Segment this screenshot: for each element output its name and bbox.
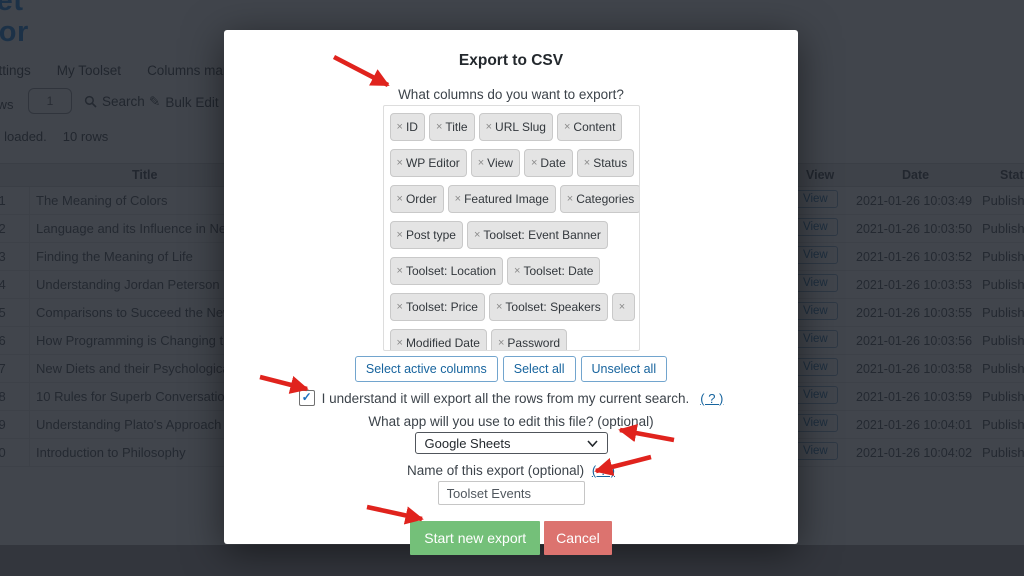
remove-icon[interactable]: × — [485, 121, 493, 133]
confirm-row: ✓ I understand it will export all the ro… — [224, 390, 798, 406]
column-chip[interactable]: ×Order — [389, 185, 444, 213]
column-chip[interactable]: ×Toolset: Event Banner — [466, 221, 608, 249]
modal-title: Export to CSV — [458, 52, 564, 69]
column-chip[interactable]: ×Toolset: Location — [389, 257, 503, 285]
column-chip[interactable]: ×Toolset: Date — [507, 257, 601, 285]
confirm-label: I understand it will export all the rows… — [321, 390, 690, 406]
column-chip[interactable]: ×URL Slug — [478, 113, 553, 141]
column-chip[interactable]: ×Categories — [559, 185, 639, 213]
remove-icon[interactable]: × — [435, 121, 443, 133]
column-chip[interactable]: ×Post type — [389, 221, 463, 249]
remove-icon[interactable]: × — [495, 301, 503, 313]
column-chip-label: Date — [540, 156, 566, 170]
column-chip-label: Content — [573, 120, 616, 134]
remove-icon[interactable]: × — [477, 157, 485, 169]
chip-row: ×Toolset: Location×Toolset: Date — [389, 257, 633, 285]
remove-icon[interactable]: × — [396, 337, 403, 349]
column-chip-label: Title — [445, 120, 468, 134]
column-chip-label: Modified Date — [405, 336, 480, 350]
column-chip-label: WP Editor — [405, 156, 460, 170]
start-new-export-button[interactable]: Start new export — [410, 521, 541, 555]
columns-chips-box: ×ID×Title×URL Slug×Content×WP Editor×Vie… — [382, 105, 640, 351]
remove-icon[interactable]: × — [396, 301, 403, 313]
column-chip-label: Toolset: Price — [405, 300, 478, 314]
column-chip-label: Toolset: Speakers — [505, 300, 601, 314]
select-all-button[interactable]: Select all — [502, 356, 576, 382]
column-chip-label: Toolset: Date — [523, 264, 594, 278]
chip-row: ×Modified Date×Password — [389, 329, 633, 350]
column-chip[interactable]: ×Toolset: Price — [389, 293, 485, 321]
column-chip-label: URL Slug — [495, 120, 546, 134]
remove-icon[interactable]: × — [396, 229, 403, 241]
column-chip[interactable]: ×WP Editor — [389, 149, 467, 177]
column-chip[interactable]: ×Title — [428, 113, 475, 141]
remove-icon[interactable]: × — [583, 157, 591, 169]
column-chip[interactable]: ×Modified Date — [389, 329, 487, 350]
column-chip[interactable]: ×Toolset: Speakers — [488, 293, 608, 321]
export-name-help-link[interactable]: ( ? ) — [591, 463, 615, 478]
column-chip[interactable]: ×ID — [389, 113, 425, 141]
app-select[interactable]: Google Sheets — [414, 432, 608, 454]
export-name-input[interactable] — [437, 481, 585, 505]
remove-icon[interactable]: × — [563, 121, 571, 133]
remove-icon[interactable]: × — [396, 157, 403, 169]
column-chip-label: Order — [405, 192, 437, 206]
cancel-button[interactable]: Cancel — [544, 521, 612, 555]
chip-row: ×Toolset: Price×Toolset: Speakers× — [389, 293, 636, 321]
export-to-csv-modal: Export to CSV What columns do you want t… — [224, 30, 798, 555]
remove-icon[interactable]: × — [396, 193, 403, 205]
app-select-value: Google Sheets — [424, 435, 511, 451]
remove-icon[interactable]: × — [530, 157, 538, 169]
select-active-columns-button[interactable]: Select active columns — [354, 356, 498, 382]
chip-row: ×WP Editor×View×Date×Status — [389, 149, 635, 177]
column-chip-label: Categories — [576, 192, 635, 206]
column-chip[interactable]: ×View — [470, 149, 520, 177]
column-chip-label: Status — [593, 156, 628, 170]
column-chip[interactable]: ×Featured Image — [447, 185, 556, 213]
column-chip[interactable]: ×Content — [556, 113, 623, 141]
remove-icon[interactable]: × — [566, 193, 574, 205]
column-chip[interactable]: × — [611, 293, 636, 321]
column-chip-label: Password — [507, 336, 561, 350]
chip-row: ×ID×Title×URL Slug×Content — [389, 113, 633, 141]
export-name-row: Name of this export (optional) ( ? ) — [224, 463, 798, 478]
column-chip[interactable]: ×Password — [490, 329, 568, 350]
column-chip[interactable]: ×Status — [576, 149, 635, 177]
column-chip-label: Post type — [405, 228, 456, 242]
remove-icon[interactable]: × — [618, 301, 626, 313]
confirm-help-link[interactable]: ( ? ) — [700, 390, 724, 406]
remove-icon[interactable]: × — [514, 265, 521, 277]
chevron-down-icon — [586, 439, 598, 447]
column-select-buttons: Select active columns Select all Unselec… — [224, 356, 798, 382]
column-chip-label: ID — [405, 120, 418, 134]
column-chip-label: Featured Image — [464, 192, 549, 206]
column-chip[interactable]: ×Date — [523, 149, 573, 177]
remove-icon[interactable]: × — [497, 337, 505, 349]
remove-icon[interactable]: × — [396, 265, 403, 277]
remove-icon[interactable]: × — [454, 193, 462, 205]
remove-icon[interactable]: × — [473, 229, 481, 241]
column-chip-label: Toolset: Location — [405, 264, 496, 278]
chip-row: ×Post type×Toolset: Event Banner — [389, 221, 633, 249]
column-chip-label: View — [487, 156, 513, 170]
columns-question-label: What columns do you want to export? — [398, 87, 624, 102]
chip-row: ×Order×Featured Image×Categories — [389, 185, 639, 213]
column-chip-label: Toolset: Event Banner — [483, 228, 601, 242]
confirm-checkbox[interactable]: ✓ — [298, 390, 315, 406]
export-name-label: Name of this export (optional) — [407, 463, 585, 478]
modal-actions: Start new export Cancel — [224, 521, 798, 555]
remove-icon[interactable]: × — [396, 121, 403, 133]
unselect-all-button[interactable]: Unselect all — [580, 356, 668, 382]
app-question-label: What app will you use to edit this file?… — [368, 414, 654, 429]
